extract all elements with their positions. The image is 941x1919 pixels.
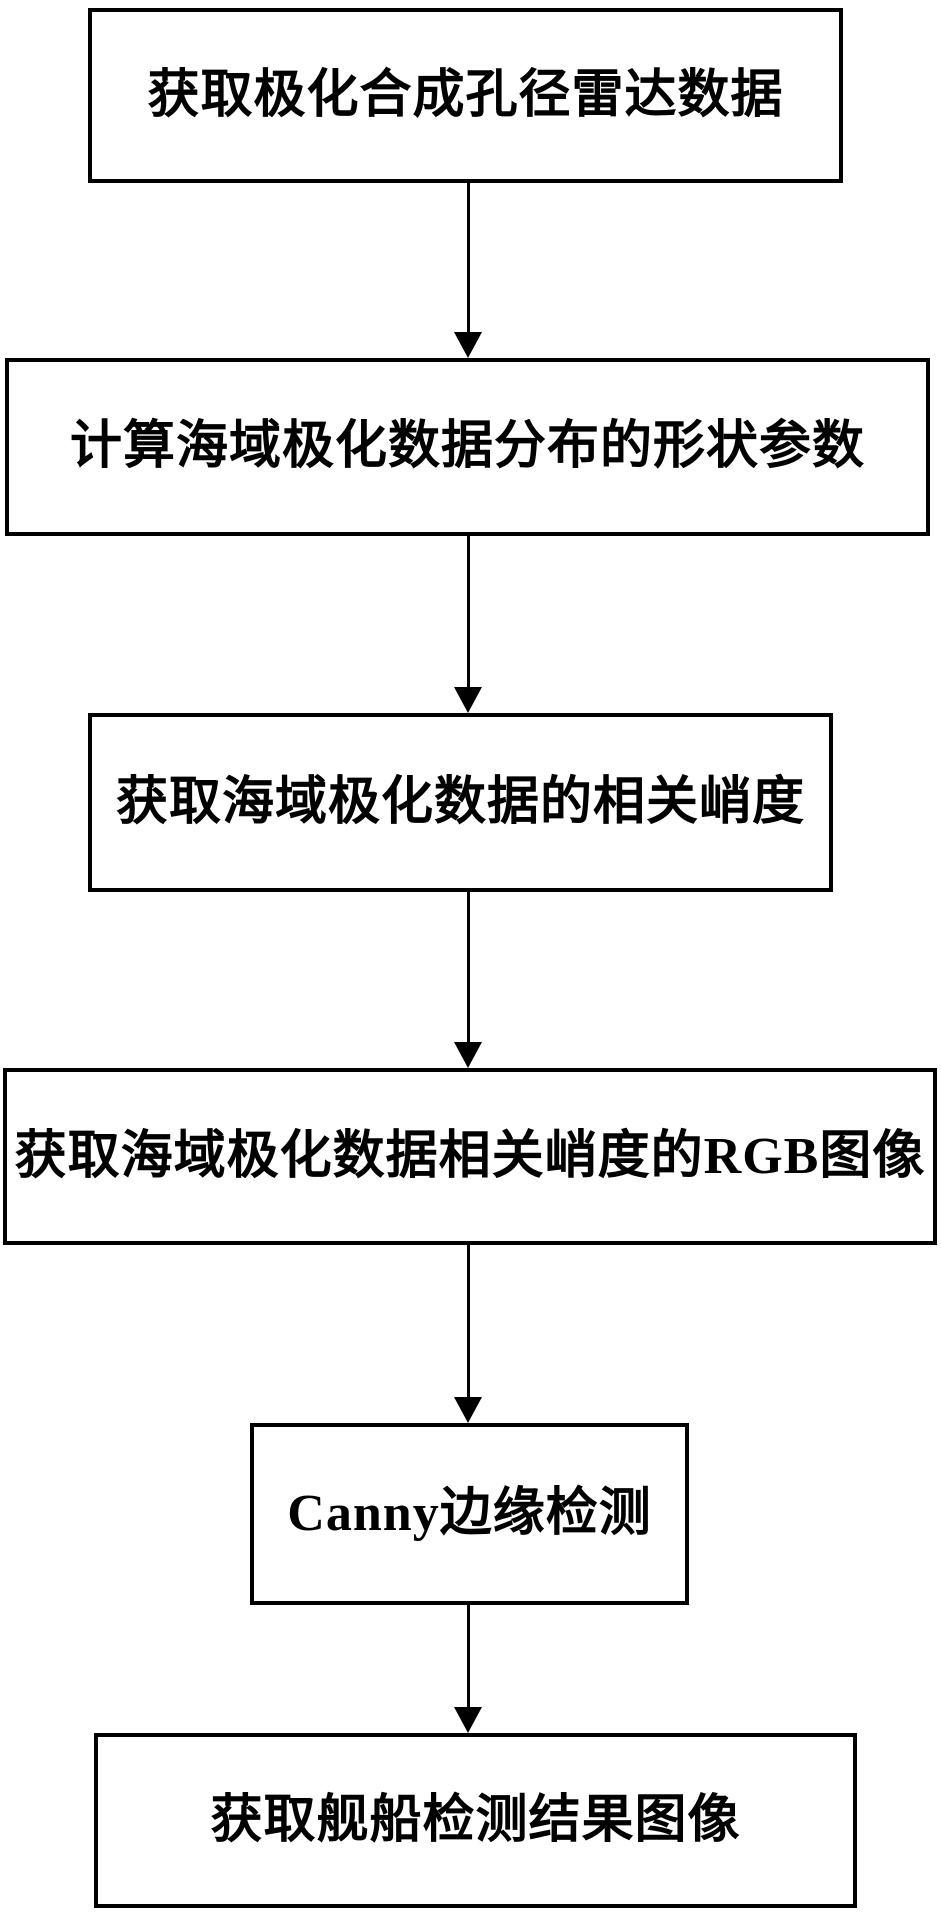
arrow-shaft <box>466 183 470 334</box>
flow-arrow-1 <box>453 183 483 358</box>
flow-arrow-2 <box>453 536 483 713</box>
node-ship-detection-result-image: 获取舰船检测结果图像 <box>94 1733 857 1908</box>
node-canny-edge-detection: Canny边缘检测 <box>250 1423 689 1605</box>
node-acquire-polsar-data-label: 获取极化合成孔径雷达数据 <box>147 66 784 124</box>
arrow-shaft <box>466 1605 470 1709</box>
arrow-shaft <box>466 536 470 689</box>
arrow-head-icon <box>454 687 482 713</box>
node-acquire-polsar-data: 获取极化合成孔径雷达数据 <box>88 8 843 183</box>
node-compute-shape-parameter-label: 计算海域极化数据分布的形状参数 <box>69 418 865 476</box>
arrow-shaft <box>466 1245 470 1399</box>
arrow-shaft <box>466 892 470 1044</box>
flow-arrow-3 <box>453 892 483 1068</box>
node-obtain-correlation-kurtosis: 获取海域极化数据的相关峭度 <box>88 713 833 892</box>
node-obtain-correlation-kurtosis-label: 获取海域极化数据的相关峭度 <box>115 773 805 831</box>
node-obtain-kurtosis-rgb-image-label: 获取海域极化数据相关峭度的RGB图像 <box>14 1127 926 1185</box>
arrow-head-icon <box>454 1042 482 1068</box>
arrow-head-icon <box>454 1397 482 1423</box>
arrow-head-icon <box>454 332 482 358</box>
node-canny-edge-detection-label: Canny边缘检测 <box>287 1485 652 1543</box>
flow-arrow-4 <box>453 1245 483 1423</box>
arrow-head-icon <box>454 1707 482 1733</box>
flow-arrow-5 <box>453 1605 483 1733</box>
node-compute-shape-parameter: 计算海域极化数据分布的形状参数 <box>5 358 930 536</box>
node-ship-detection-result-image-label: 获取舰船检测结果图像 <box>210 1791 741 1849</box>
node-obtain-kurtosis-rgb-image: 获取海域极化数据相关峭度的RGB图像 <box>3 1068 937 1245</box>
